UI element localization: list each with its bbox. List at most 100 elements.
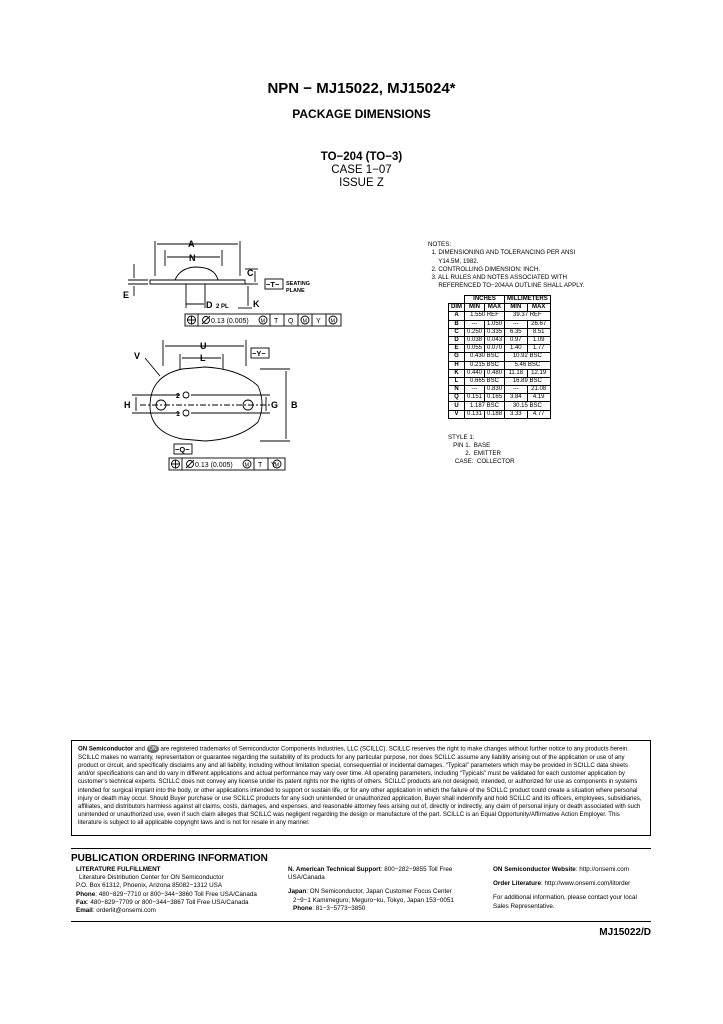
tolerance-value-2: 0.13 (0.005)	[195, 462, 233, 469]
phone-label: Phone	[76, 890, 96, 898]
disclaimer-and: and	[133, 745, 147, 753]
value-cell: ---	[504, 385, 528, 395]
value-cell: 0.151	[463, 393, 486, 403]
dim-cell: B	[448, 319, 465, 329]
col-mm-max: MAX	[526, 303, 551, 313]
dim-label-e: E	[123, 290, 129, 300]
dim-label-d: D	[206, 300, 213, 310]
legal-disclaimer: ON Semiconductor and ON are registered t…	[71, 740, 651, 836]
datum-q: −Q−	[175, 445, 190, 454]
contact-info: For additional information, please conta…	[493, 894, 637, 910]
value-cell: 0.480	[484, 368, 506, 378]
col-in-max: MAX	[484, 303, 506, 313]
value-cell: 1.187 BSC	[463, 401, 506, 411]
col-dim: DIM	[448, 303, 465, 313]
pin-1-label: 1	[176, 411, 180, 418]
value-cell: 39.37 REF	[504, 311, 551, 321]
order-lit-link[interactable]: : http://www.onsemi.com/litorder	[540, 880, 631, 888]
value-cell: 16.89 BSC	[504, 376, 551, 387]
tol1-ref-t: T	[274, 318, 279, 325]
value-cell: ---	[504, 319, 528, 329]
dim-label-k: K	[253, 299, 260, 309]
japan-address: 2−9−1 Kamimeguro, Meguro−ku, Tokyo, Japa…	[293, 896, 454, 904]
website-link[interactable]: : http://onsemi.com	[575, 866, 630, 873]
value-cell: ---	[463, 319, 486, 329]
japan-text: : ON Semiconductor, Japan Customer Focus…	[306, 888, 452, 896]
value-cell: 0.055	[463, 344, 486, 354]
website-label: ON Semiconductor Website	[493, 866, 576, 873]
value-cell: ---	[463, 385, 486, 395]
package-drawing: A N C −T− SEATING PLANE E D 2 PL K 0.13 …	[123, 239, 342, 471]
dim-label-g: G	[271, 400, 278, 410]
value-cell: 1.77	[526, 344, 551, 354]
pin-2-label: 2	[176, 393, 180, 400]
japan-phone-label: Phone	[293, 904, 313, 912]
value-cell: 0.97	[504, 335, 528, 346]
order-lit-label: Order Literature	[493, 880, 541, 888]
value-cell: 0.430 BSC	[463, 352, 506, 362]
tol1-ref-m2: M	[331, 319, 336, 325]
value-cell: 1.09	[526, 335, 551, 346]
page-title: NPN − MJ15022, MJ15024*	[267, 80, 456, 97]
lit-line1: Literature Distribution Center for ON Se…	[79, 874, 224, 882]
dimension-table: INCHES MILLIMETERS DIM MIN MAX MIN MAX A…	[448, 294, 551, 419]
dim-cell: V	[448, 409, 465, 419]
fax-label: Fax	[76, 898, 87, 906]
value-cell: 0.165	[484, 393, 506, 403]
value-cell: 1.550 REF	[463, 311, 506, 321]
value-cell: 0.188	[484, 409, 506, 419]
dim-label-a: A	[188, 239, 195, 249]
dim-label-h: H	[124, 400, 131, 410]
dim-label-v: V	[134, 351, 140, 361]
on-logo-icon: ON	[146, 745, 159, 753]
dim-label-b: B	[291, 400, 298, 410]
value-cell: 3.33	[504, 409, 528, 419]
table-row: B---1.050---26.67	[448, 319, 551, 329]
phone-text: : 480−829−7710 or 800−344−3860 Toll Free…	[95, 890, 257, 898]
value-cell: 4.77	[526, 409, 551, 419]
support-column: N. American Technical Support: 800−282−9…	[288, 866, 483, 913]
value-cell: 0.038	[463, 335, 486, 346]
section-title: PACKAGE DIMENSIONS	[292, 107, 431, 121]
value-cell: 30.15 BSC	[504, 401, 551, 411]
two-pl-label: 2 PL	[216, 304, 229, 310]
value-cell: 11.18	[504, 368, 528, 378]
dim-cell: Q	[448, 393, 465, 403]
col-in-min: MIN	[463, 303, 486, 313]
value-cell: 8.51	[526, 327, 551, 337]
tol1-mmc: M	[261, 319, 266, 325]
datum-t: −T−	[266, 280, 280, 289]
mm-header: MILLIMETERS	[504, 294, 551, 305]
dim-cell: L	[448, 376, 465, 387]
seating-label: SEATING	[286, 281, 310, 287]
fax-text: : 480−829−7709 or 800−344−3867 Toll Free…	[86, 898, 249, 906]
dim-label-u: U	[200, 341, 207, 351]
value-cell: 4.19	[526, 393, 551, 403]
japan-label: Japan	[288, 888, 307, 896]
value-cell: 5.46 BSC	[504, 360, 551, 370]
dim-cell: N	[448, 385, 465, 395]
value-cell: 0.070	[484, 344, 506, 354]
na-support-text: : 800−282−9855 Toll Free USA/Canada	[288, 866, 453, 882]
tol1-ref-m1: M	[303, 319, 308, 325]
tol1-ref-y: Y	[316, 318, 321, 325]
value-cell: 1.050	[484, 319, 506, 329]
value-cell: 12.19	[526, 368, 551, 378]
publication-heading: PUBLICATION ORDERING INFORMATION	[71, 853, 268, 864]
value-cell: 0.131	[463, 409, 486, 419]
inches-header: INCHES	[463, 294, 506, 305]
tol2-ref-y: Y	[271, 462, 276, 469]
disclaimer-text: are registered trademarks of Semiconduct…	[78, 745, 642, 827]
tol2-mmc: M	[245, 463, 250, 469]
email-link[interactable]: : orderlit@onsemi.com	[92, 907, 156, 915]
style-notes: STYLE 1: PIN 1. BASE 2. EMITTER CASE: CO…	[448, 434, 515, 465]
tol1-ref-q: Q	[288, 318, 294, 325]
value-cell: 0.665 BSC	[463, 376, 506, 387]
